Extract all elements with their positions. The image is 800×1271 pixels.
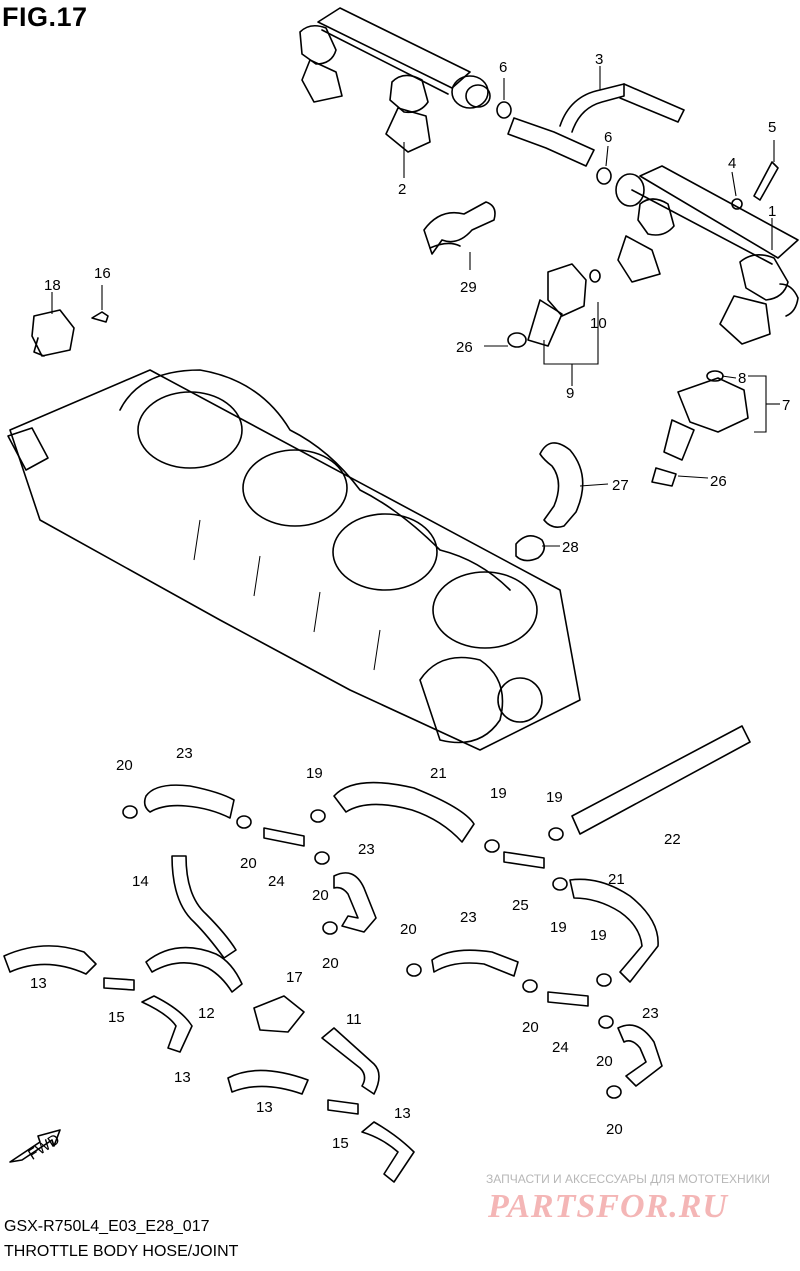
callout-28: 28 — [562, 539, 579, 556]
callout-numbers: 1 2 3 4 5 6 6 7 8 9 10 11 12 13 13 13 13… — [30, 51, 790, 1152]
hose-13-a — [3, 945, 97, 975]
callout-4: 4 — [728, 155, 736, 172]
callout-21a: 21 — [430, 765, 447, 782]
callout-6b: 6 — [604, 129, 612, 146]
callout-3: 3 — [595, 51, 603, 68]
callout-5: 5 — [768, 119, 776, 136]
callout-24b: 24 — [552, 1039, 569, 1056]
section-title: THROTTLE BODY HOSE/JOINT — [4, 1243, 239, 1260]
hose-set-left — [3, 725, 751, 1183]
callout-23d: 23 — [642, 1005, 659, 1022]
joint-25 — [503, 851, 545, 869]
joint-15-a — [103, 977, 135, 991]
callout-18: 18 — [44, 277, 61, 294]
sensor-18 — [31, 309, 109, 357]
callout-2: 2 — [398, 181, 406, 198]
callout-26a: 26 — [456, 339, 473, 356]
callout-20d: 20 — [322, 955, 339, 972]
hose-21-b — [569, 878, 659, 983]
callout-15a: 15 — [108, 1009, 125, 1026]
callout-20a: 20 — [116, 757, 133, 774]
hose-23-b — [333, 872, 377, 933]
hose-22 — [571, 725, 751, 835]
callout-19e: 19 — [590, 927, 607, 944]
callout-29: 29 — [460, 279, 477, 296]
callout-14: 14 — [132, 873, 149, 890]
callout-19d: 19 — [550, 919, 567, 936]
callout-20e: 20 — [400, 921, 417, 938]
callout-19a: 19 — [306, 765, 323, 782]
hose-21-a — [333, 781, 475, 843]
hose-13-b — [141, 995, 193, 1053]
fuel-joint-assembly — [496, 83, 779, 210]
callout-16: 16 — [94, 265, 111, 282]
hose-14 — [171, 855, 237, 959]
throttle-body — [7, 369, 581, 751]
hose-23-c — [431, 949, 519, 977]
joint-15-b — [327, 1099, 359, 1115]
callout-10: 10 — [590, 315, 607, 332]
small-clamps — [122, 805, 622, 1099]
callout-20f: 20 — [522, 1019, 539, 1036]
callout-13a: 13 — [30, 975, 47, 992]
hose-11 — [321, 1027, 380, 1095]
watermark-tagline: ЗАПЧАСТИ И АКСЕССУАРЫ ДЛЯ МОТОТЕХНИКИ — [486, 1172, 770, 1186]
callout-23b: 23 — [358, 841, 375, 858]
callout-7: 7 — [782, 397, 790, 414]
callout-20b: 20 — [240, 855, 257, 872]
fuel-rail-lower — [615, 165, 799, 345]
callout-6a: 6 — [499, 59, 507, 76]
callout-12: 12 — [198, 1005, 215, 1022]
callout-13d: 13 — [394, 1105, 411, 1122]
hose-23-a — [143, 784, 235, 819]
joint-24-b — [547, 991, 589, 1007]
callout-20g: 20 — [596, 1053, 613, 1070]
fwd-arrow-icon: FWD — [9, 1129, 63, 1164]
callout-23a: 23 — [176, 745, 193, 762]
fuel-rail-upper — [299, 7, 491, 153]
callout-27: 27 — [612, 477, 629, 494]
callout-20h: 20 — [606, 1121, 623, 1138]
joint-17 — [253, 995, 305, 1033]
callout-21b: 21 — [608, 871, 625, 888]
clamp-29 — [423, 201, 496, 255]
callout-9: 9 — [566, 385, 574, 402]
model-code: GSX-R750L4_E03_E28_017 — [4, 1218, 210, 1235]
joint-24-a — [263, 827, 305, 847]
callout-13c: 13 — [256, 1099, 273, 1116]
injector-9 — [507, 263, 601, 348]
callout-17: 17 — [286, 969, 303, 986]
callout-23c: 23 — [460, 909, 477, 926]
callout-22: 22 — [664, 831, 681, 848]
callout-24a: 24 — [268, 873, 285, 890]
hose-12 — [145, 946, 243, 993]
leader-lines — [51, 66, 780, 547]
hose-27 — [539, 442, 584, 528]
callout-20c: 20 — [312, 887, 329, 904]
callout-19b: 19 — [490, 785, 507, 802]
callout-11: 11 — [346, 1011, 362, 1028]
watermark-brand: PARTSFOR.RU — [488, 1188, 728, 1225]
callout-25: 25 — [512, 897, 529, 914]
hose-23-d — [617, 1024, 663, 1087]
callout-1: 1 — [768, 203, 776, 220]
callout-19c: 19 — [546, 789, 563, 806]
hose-13-c — [227, 1069, 309, 1095]
clip-28 — [515, 535, 546, 562]
callout-8: 8 — [738, 370, 746, 387]
callout-26b: 26 — [710, 473, 727, 490]
hose-13-d — [361, 1121, 415, 1183]
callout-15b: 15 — [332, 1135, 349, 1152]
figure-title: FIG.17 — [2, 2, 88, 32]
injector-7 — [651, 370, 749, 487]
callout-13b: 13 — [174, 1069, 191, 1086]
